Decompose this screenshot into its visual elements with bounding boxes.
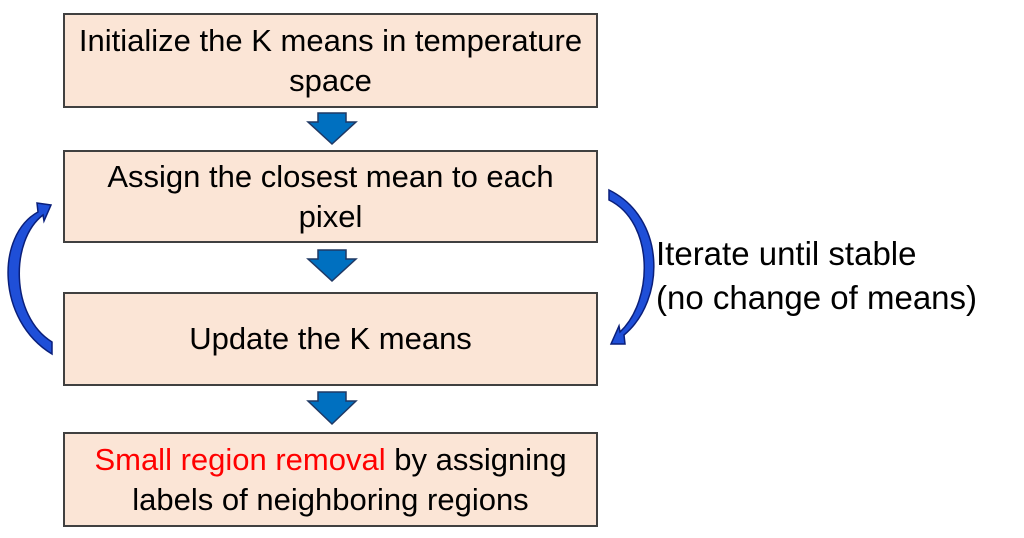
loop-label-line1: Iterate until stable	[656, 235, 917, 272]
loop-label-line2: (no change of means)	[656, 279, 978, 316]
step-removal-text: Small region removal by assigning labels…	[77, 440, 584, 520]
down-arrow-icon	[306, 249, 358, 283]
step-initialize-text: Initialize the K means in temperature sp…	[78, 22, 583, 98]
step-assign-text: Assign the closest mean to each pixel	[107, 158, 554, 234]
loop-label: Iterate until stable (no change of means…	[656, 232, 977, 320]
down-arrow-icon	[306, 391, 358, 426]
step-assign-box: Assign the closest mean to each pixel	[63, 150, 598, 243]
curved-arrow-icon	[7, 202, 53, 356]
step-update-text: Update the K means	[189, 321, 472, 356]
step-removal-box: Small region removal by assigning labels…	[63, 432, 598, 527]
step-update-box: Update the K means	[63, 292, 598, 386]
step-initialize-box: Initialize the K means in temperature sp…	[63, 13, 598, 108]
curved-arrow-icon	[608, 188, 655, 345]
step-removal-rest: by assigning labels of neighboring regio…	[132, 441, 567, 517]
down-arrow-icon	[306, 112, 358, 146]
step-removal-highlight: Small region removal	[94, 441, 386, 477]
